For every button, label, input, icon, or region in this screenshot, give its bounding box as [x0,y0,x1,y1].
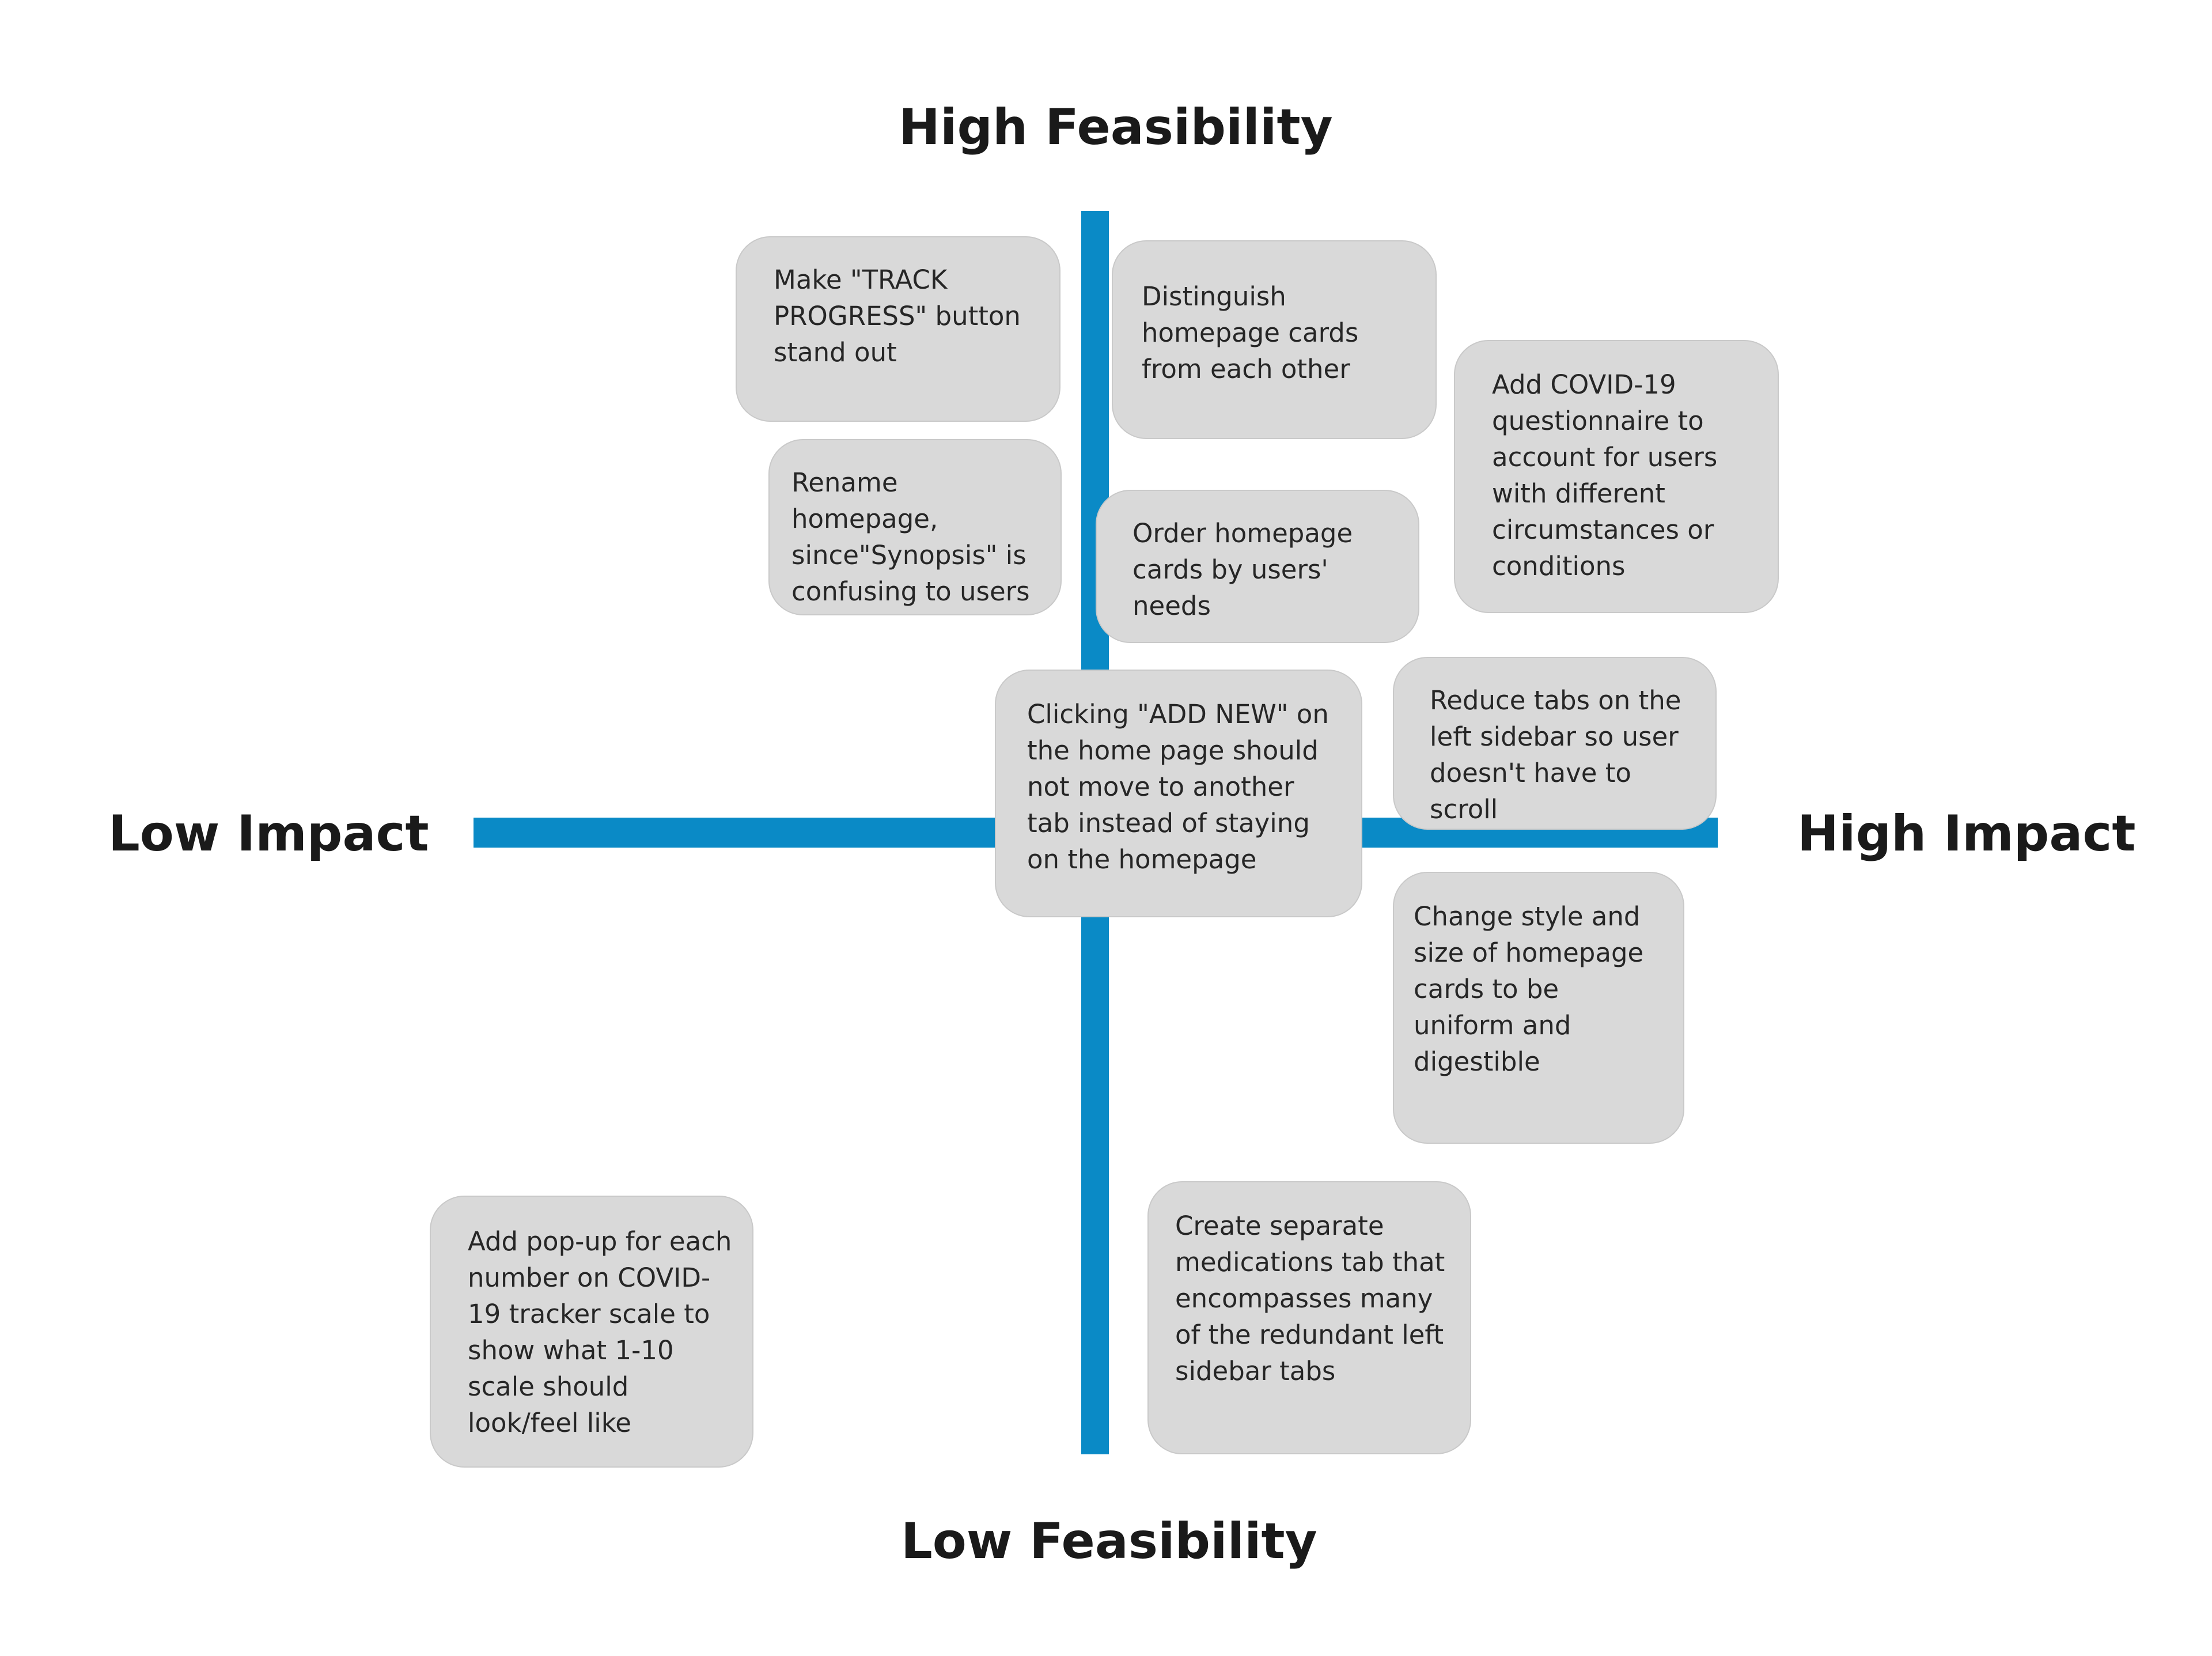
note-covid-questionnaire: Add COVID-19 questionnaire to account fo… [1454,340,1779,613]
axis-label-high-feasibility: High Feasibility [899,99,1333,156]
axis-label-low-impact: Low Impact [108,805,429,863]
note-distinguish-homepage-cards: Distinguish homepage cards from each oth… [1112,240,1437,439]
note-rename-homepage: Rename homepage, since"Synopsis" is conf… [768,439,1062,615]
note-uniform-homepage-cards: Change style and size of homepage cards … [1393,872,1684,1144]
note-order-homepage-cards: Order homepage cards by users' needs [1096,490,1419,643]
note-reduce-sidebar-tabs: Reduce tabs on the left sidebar so user … [1393,657,1717,830]
note-covid-tracker-popup: Add pop-up for each number on COVID-19 t… [430,1196,753,1468]
axis-label-high-impact: High Impact [1797,805,2136,863]
note-add-new-tab: Clicking "ADD NEW" on the home page shou… [995,670,1362,917]
note-track-progress-button: Make "TRACK PROGRESS" button stand out [736,236,1060,422]
note-medications-tab: Create separate medications tab that enc… [1147,1181,1471,1454]
axis-label-low-feasibility: Low Feasibility [901,1513,1317,1570]
